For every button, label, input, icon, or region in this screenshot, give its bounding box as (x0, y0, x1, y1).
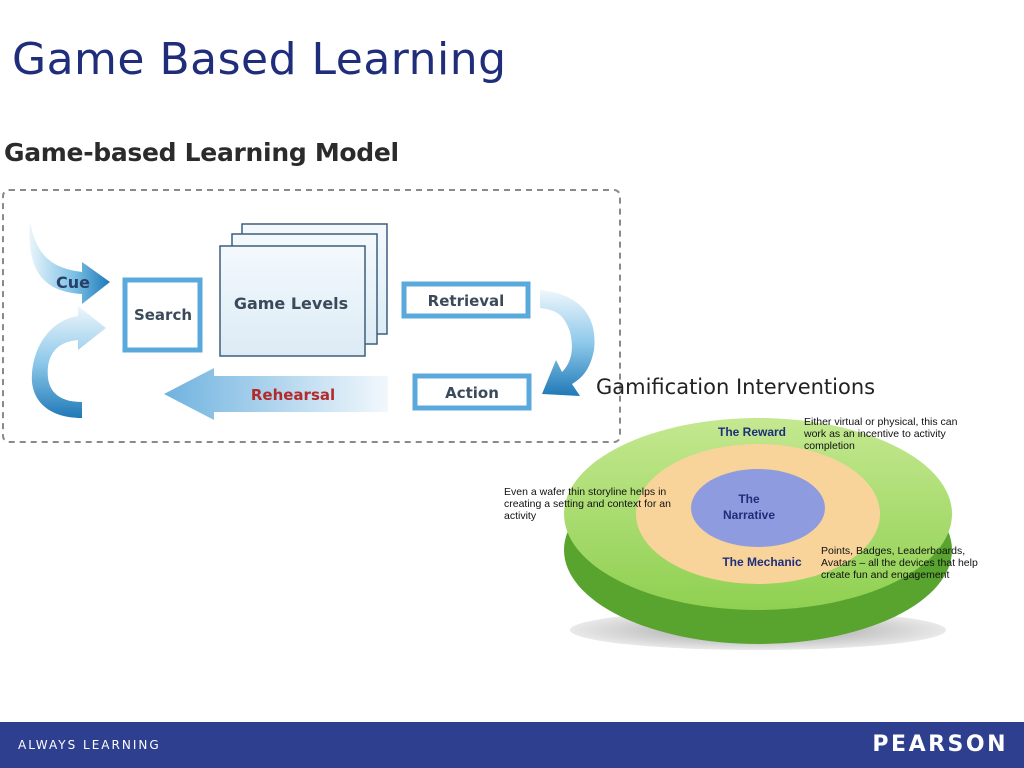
mechanic-label: The Mechanic (722, 555, 802, 569)
game-levels-label: Game Levels (234, 294, 348, 313)
footer-bar: ALWAYS LEARNING PEARSON (0, 722, 1024, 768)
retrieval-label: Retrieval (428, 292, 505, 310)
learning-model-diagram: Cue Search Game Levels Retrieval Action … (2, 189, 621, 443)
pearson-logo: PEARSON (872, 732, 1008, 757)
footer-tagline: ALWAYS LEARNING (18, 738, 161, 752)
model-title: Game-based Learning Model (4, 138, 399, 167)
reward-note-line3: completion (804, 440, 855, 452)
narrative-label-line2: Narrative (723, 508, 775, 522)
narrative-core (691, 469, 825, 547)
retrieval-box (401, 281, 531, 319)
search-label: Search (134, 306, 192, 324)
action-label: Action (445, 384, 499, 402)
narrative-note-line3: activity (504, 510, 537, 522)
gamification-diagram: Gamification Interventions The Reward Th… (504, 375, 978, 650)
rehearsal-label: Rehearsal (251, 386, 335, 404)
cue-label: Cue (56, 273, 90, 292)
game-levels-card-front (219, 245, 366, 357)
narrative-note-line1: Even a wafer thin storyline helps in (504, 486, 666, 498)
action-box (412, 373, 532, 411)
gamification-title: Gamification Interventions (596, 375, 875, 399)
mechanic-note-line2: Avatars – all the devices that help (821, 557, 978, 569)
reward-label: The Reward (718, 425, 786, 439)
cue-arrow (29, 222, 110, 304)
reward-note-line1: Either virtual or physical, this can (804, 416, 958, 428)
narrative-label-line1: The (738, 492, 760, 506)
rehearsal-arrow (164, 368, 388, 420)
right-curve-arrow (540, 290, 595, 396)
reward-note-line2: work as an incentive to activity (803, 428, 947, 440)
search-box (122, 277, 203, 353)
narrative-note-line2: creating a setting and context for an (504, 498, 671, 510)
mechanic-note-line3: create fun and engagement (821, 569, 950, 581)
mechanic-note-line1: Points, Badges, Leaderboards, (821, 545, 965, 557)
return-loop-arrow (31, 306, 106, 418)
model-frame (2, 189, 621, 443)
slide-title: Game Based Learning (12, 34, 507, 85)
